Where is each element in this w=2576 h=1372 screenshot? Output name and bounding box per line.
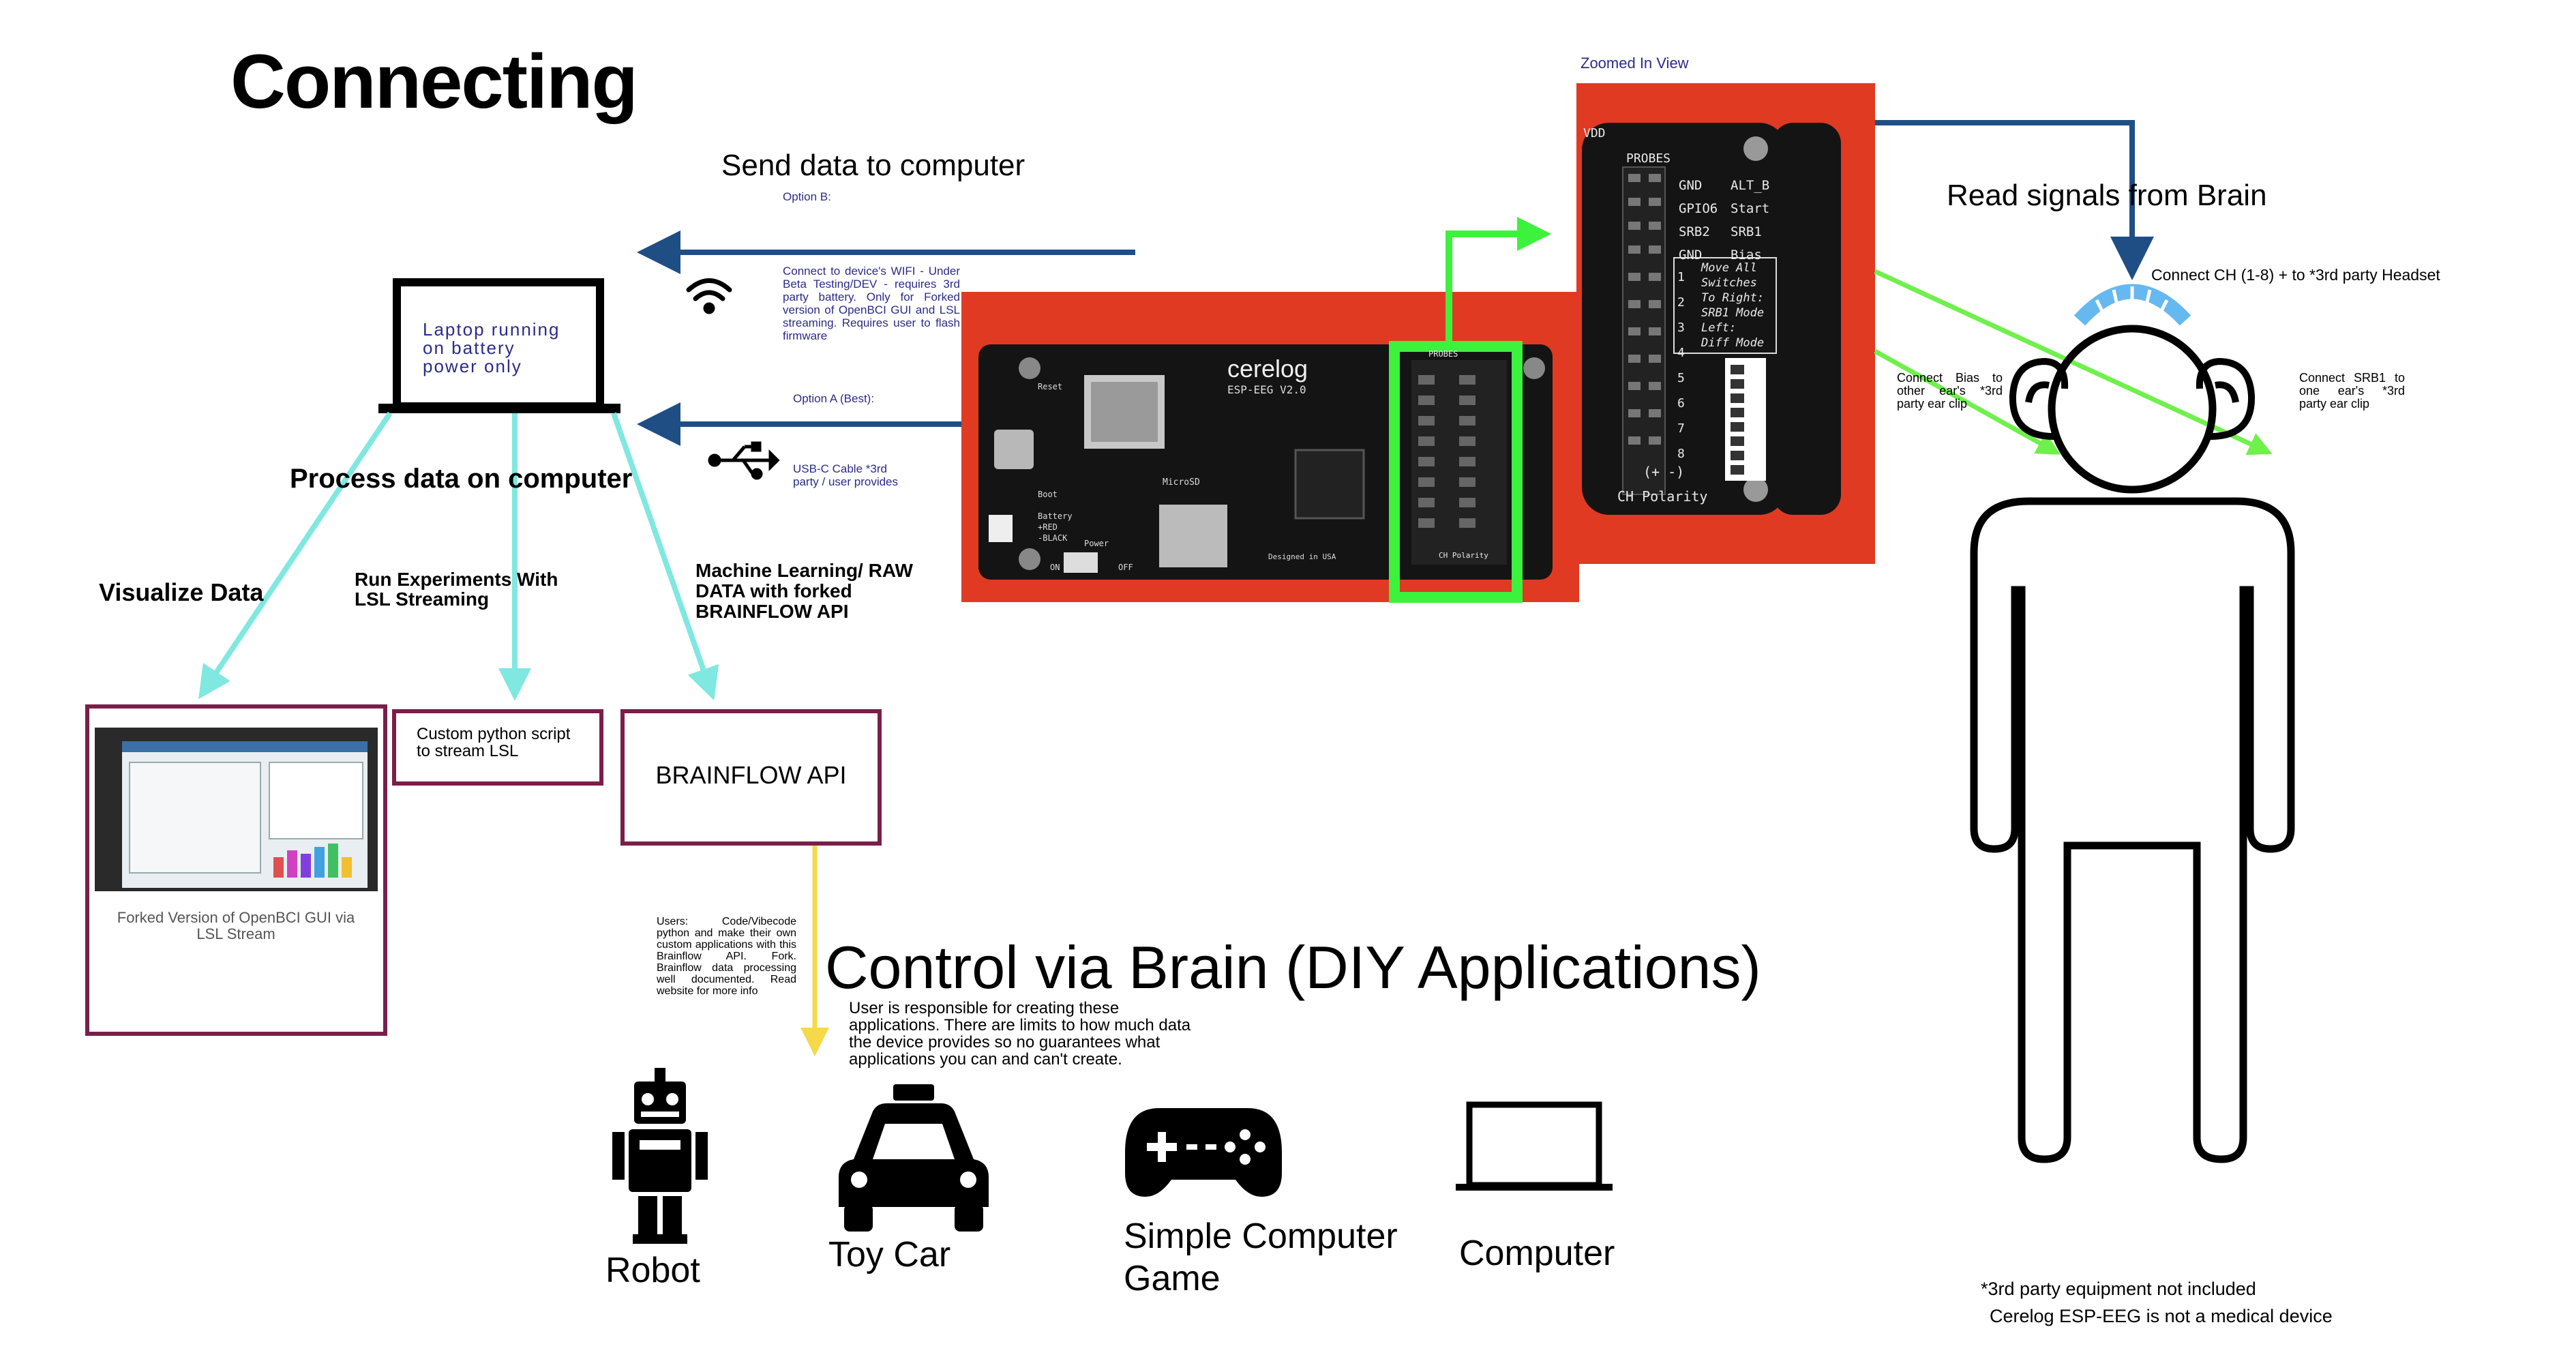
board-microsd: MicroSD [1163,477,1200,488]
pin-gnd-1: GND [1679,178,1703,193]
board-boot: Boot [1038,490,1058,499]
board-probes: PROBES [1428,349,1458,359]
headset-icon [2073,284,2191,326]
right-ear-icon [2196,357,2256,440]
zoomed-board-photo [1576,83,1875,564]
pin-alt-b: ALT_B [1731,178,1770,193]
python-box-text: Custom python script to stream LSL [417,725,571,760]
board-on: ON [1050,563,1060,572]
read-signals-arrow [1875,120,2154,280]
run-experiments-label: Run Experiments With LSL Streaming [355,569,558,610]
machine-learning-label: Machine Learning/ RAW DATA with forked B… [695,560,913,622]
note-line: To Right: [1701,291,1765,305]
computer-laptop-icon [1456,1101,1613,1191]
visualize-label: Visualize Data [99,578,264,606]
zoom-pins-right: ALT_B Start SRB1 Bias [1731,174,1769,267]
board-battery: Battery [1038,511,1073,521]
zoom-ch-polarity: CH Polarity [1617,488,1708,505]
app-label-toy-car: Toy Car [828,1235,951,1274]
app-label-computer: Computer [1459,1234,1615,1273]
brainflow-box-text: BRAINFLOW API [655,761,847,789]
users-text: Users: Code/Vibecode python and make the… [657,916,796,997]
pin-bias: Bias [1731,248,1762,263]
python-script-box: Custom python script to stream LSL [392,709,603,786]
connect-bias-label: Connect Bias to other ear's *3rd party e… [1897,371,2003,411]
footnote-medical: Cerelog ESP-EEG is not a medical device [1990,1306,2333,1326]
option-b-label: Option B: [783,190,831,203]
channel-number: 3 [1677,320,1685,335]
connect-ch-label: Connect CH (1-8) + to *3rd party Headset [2151,266,2440,284]
option-a-label: Option A (Best): [793,392,875,405]
channel-number: 7 [1677,421,1685,436]
left-ear-icon [2009,357,2069,440]
wifi-icon [686,278,732,314]
pin-srb2: SRB2 [1679,224,1710,239]
option-b-text: Connect to device's WIFI - Under Beta Te… [783,265,960,342]
board-ch-polarity: CH Polarity [1439,551,1488,560]
robot-icon [612,1068,708,1244]
note-line: SRB1 Mode [1701,306,1765,320]
laptop-text: Laptop running on battery power only [423,319,560,376]
read-signals-label: Read signals from Brain [1947,179,2267,212]
connect-srb1-label: Connect SRB1 to one ear's *3rd party ear… [2299,371,2405,411]
openbci-gui-box: Forked Version of OpenBCI GUI via LSL St… [85,704,387,1036]
zoom-pins-left: GND GPIO6 SRB2 GND [1679,174,1718,267]
zoom-vdd: VDD [1583,126,1606,140]
zoom-arrow [1446,217,1551,346]
note-line: Diff Mode [1701,336,1765,350]
board-red: +RED [1038,522,1058,532]
note-line: Left: [1701,321,1737,335]
zoom-pm: (+ -) [1643,464,1685,480]
send-data-label: Send data to computer [721,149,1025,182]
pin-gnd-2: GND [1679,248,1703,263]
pin-srb1: SRB1 [1731,224,1762,239]
zoom-switch-note: Move All Switches To Right: SRB1 Mode Le… [1701,260,1764,351]
taxi-icon [839,1084,989,1232]
channel-number: 4 [1677,346,1685,360]
board-designed: Designed in USA [1268,552,1336,561]
footnote-3rd-party: *3rd party equipment not included [1981,1279,2256,1299]
bias-arrow [1874,348,2061,455]
brainflow-box: BRAINFLOW API [620,709,882,846]
board-off: OFF [1118,563,1133,572]
channel-number: 2 [1677,295,1685,310]
board-model: ESP-EEG V2.0 [1227,383,1306,396]
channel-number: 6 [1677,396,1685,411]
zoom-channel-numbers: 1 2 3 4 5 6 7 8 [1677,265,1685,466]
channel-number: 5 [1677,371,1685,385]
gui-caption: Forked Version of OpenBCI GUI via LSL St… [117,909,355,942]
zoomed-view-label: Zoomed In View [1581,55,1689,72]
laptop-icon [378,278,620,413]
usb-icon [708,441,780,480]
board-power: Power [1084,539,1109,548]
pin-start: Start [1731,201,1770,216]
channel-number: 8 [1677,447,1685,461]
board-brand: cerelog [1227,355,1308,383]
app-label-game: Simple Computer Game [1124,1217,1398,1298]
process-data-label: Process data on computer [290,464,633,494]
channel-number: 1 [1677,270,1685,284]
page-title: Connecting [230,39,638,124]
control-note: User is responsible for creating these a… [849,999,1191,1069]
control-title: Control via Brain (DIY Applications) [825,934,1761,1001]
pin-gpio6: GPIO6 [1679,201,1718,216]
zoom-probes: PROBES [1626,151,1671,166]
ml-arrow [611,412,719,701]
app-label-robot: Robot [605,1251,700,1290]
board-reset: Reset [1038,382,1063,391]
gui-screenshot [95,728,378,891]
note-line: Move All [1701,261,1757,275]
human-figure [1970,325,2295,1163]
gamepad-icon [1125,1108,1282,1197]
note-line: Switches [1701,276,1757,290]
board-black: -BLACK [1038,533,1068,543]
option-a-text: USB-C Cable *3rd party / user provides [793,462,899,488]
esp-eeg-board-photo [961,292,1579,603]
visualize-arrow [198,411,393,700]
